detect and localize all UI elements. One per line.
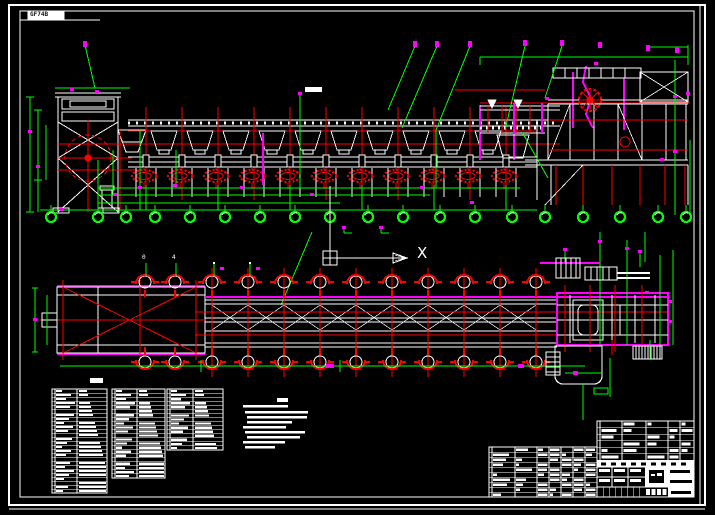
title-block bbox=[488, 420, 695, 498]
drawing-tag-label: GF74B bbox=[30, 11, 49, 18]
bom-tables bbox=[51, 378, 224, 494]
coordinate-marker bbox=[280, 186, 409, 306]
revision-tag bbox=[20, 10, 100, 21]
dimension-lines bbox=[26, 40, 691, 215]
plan-view bbox=[32, 232, 674, 420]
balloon-label-0: 0 bbox=[142, 254, 146, 261]
elevation-view bbox=[44, 65, 693, 224]
axis-x-label: X bbox=[417, 244, 428, 262]
sheet-border bbox=[8, 4, 706, 510]
balloon-label-1: 4 bbox=[172, 254, 176, 261]
notes-block bbox=[243, 398, 308, 449]
